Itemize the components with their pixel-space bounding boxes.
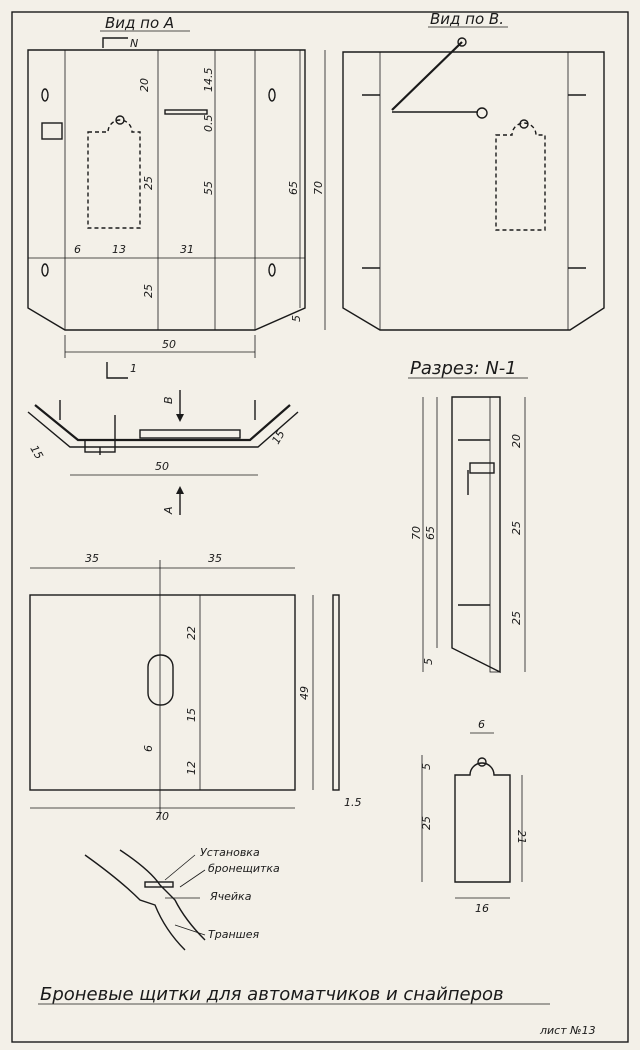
plate-dim-1-5: 1.5 — [344, 796, 362, 809]
view-a-dim-0-5: 0.5 — [202, 115, 215, 133]
view-a-dim-20: 20 — [138, 78, 151, 92]
view-a-dim-14-5: 14.5 — [202, 68, 215, 93]
view-b-title: Вид по В. — [430, 10, 504, 28]
legend-shield: бронещитка — [208, 862, 280, 875]
view-a-dim-55: 55 — [202, 181, 215, 195]
view-b: Вид по В. — [342, 10, 605, 331]
tag-dim-16: 16 — [475, 902, 489, 915]
legend: Установка бронещитка Ячейка Траншея — [84, 846, 280, 951]
plate-dim-22: 22 — [185, 626, 198, 640]
section-dim-25a: 25 — [510, 521, 523, 535]
footer-title: Броневые щитки для автоматчиков и снайпе… — [40, 984, 504, 1005]
plate-dim-12: 12 — [185, 761, 198, 775]
view-a: Вид по А N 20 14.5 0.5 25 55 65 70 6 13 — [27, 14, 326, 379]
section-dim-20: 20 — [510, 434, 523, 448]
view-a-cut-marker: 1 — [130, 362, 137, 375]
plan-dim-50: 50 — [155, 460, 169, 473]
legend-installation: Установка — [200, 846, 260, 859]
view-a-dim-25b: 25 — [142, 284, 155, 298]
view-b-outline — [342, 51, 605, 331]
legend-trench: Траншея — [208, 928, 259, 941]
view-a-dim-6: 6 — [74, 243, 81, 256]
plan-arrow-b: В — [162, 396, 175, 404]
section-dim-5: 5 — [422, 658, 435, 665]
plan-dim-15-left: 15 — [27, 443, 45, 462]
plan-dim-15-right: 15 — [269, 428, 287, 447]
section-dim-70: 70 — [410, 526, 423, 540]
tag-view: 6 5 25 21 16 — [420, 718, 528, 915]
section-dim-25b: 25 — [510, 611, 523, 625]
tag-dim-5: 5 — [420, 763, 433, 770]
plate-dim-6: 6 — [142, 745, 155, 752]
section-dim-65: 65 — [424, 526, 437, 540]
view-a-dim-31: 31 — [180, 243, 194, 256]
plate-dim-15: 15 — [185, 708, 198, 722]
plate-outline — [29, 594, 296, 791]
plate-dim-35-right: 35 — [208, 552, 222, 565]
legend-cell: Ячейка — [209, 890, 252, 903]
tag-dim-6: 6 — [478, 718, 485, 731]
view-a-dim-70: 70 — [312, 181, 325, 195]
view-a-dim-13: 13 — [112, 243, 126, 256]
tag-dim-25: 25 — [420, 816, 433, 830]
plate-view: 35 35 22 15 12 49 6 70 1.5 — [29, 552, 362, 823]
plate-dim-35-left: 35 — [85, 552, 99, 565]
view-a-dim-65: 65 — [287, 181, 300, 195]
section-title: Разрез: N-1 — [410, 358, 517, 379]
view-a-outline — [27, 49, 306, 331]
plate-dim-49: 49 — [298, 686, 311, 700]
view-a-title: Вид по А — [105, 14, 174, 32]
view-a-dim-25a: 25 — [142, 176, 155, 190]
plan-view: 15 15 50 В А — [27, 390, 299, 515]
footer-sheet-number: лист №13 — [539, 1024, 596, 1037]
sheet-border — [11, 11, 629, 1043]
view-a-dim-5: 5 — [290, 315, 303, 322]
plan-arrow-a: А — [162, 506, 175, 515]
section-view: Разрез: N-1 70 65 20 25 25 5 — [408, 358, 528, 674]
tag-dim-21: 21 — [515, 830, 528, 844]
view-a-dim-50: 50 — [162, 338, 176, 351]
plate-dim-70: 70 — [155, 810, 169, 823]
view-a-section-mark: N — [130, 37, 138, 50]
